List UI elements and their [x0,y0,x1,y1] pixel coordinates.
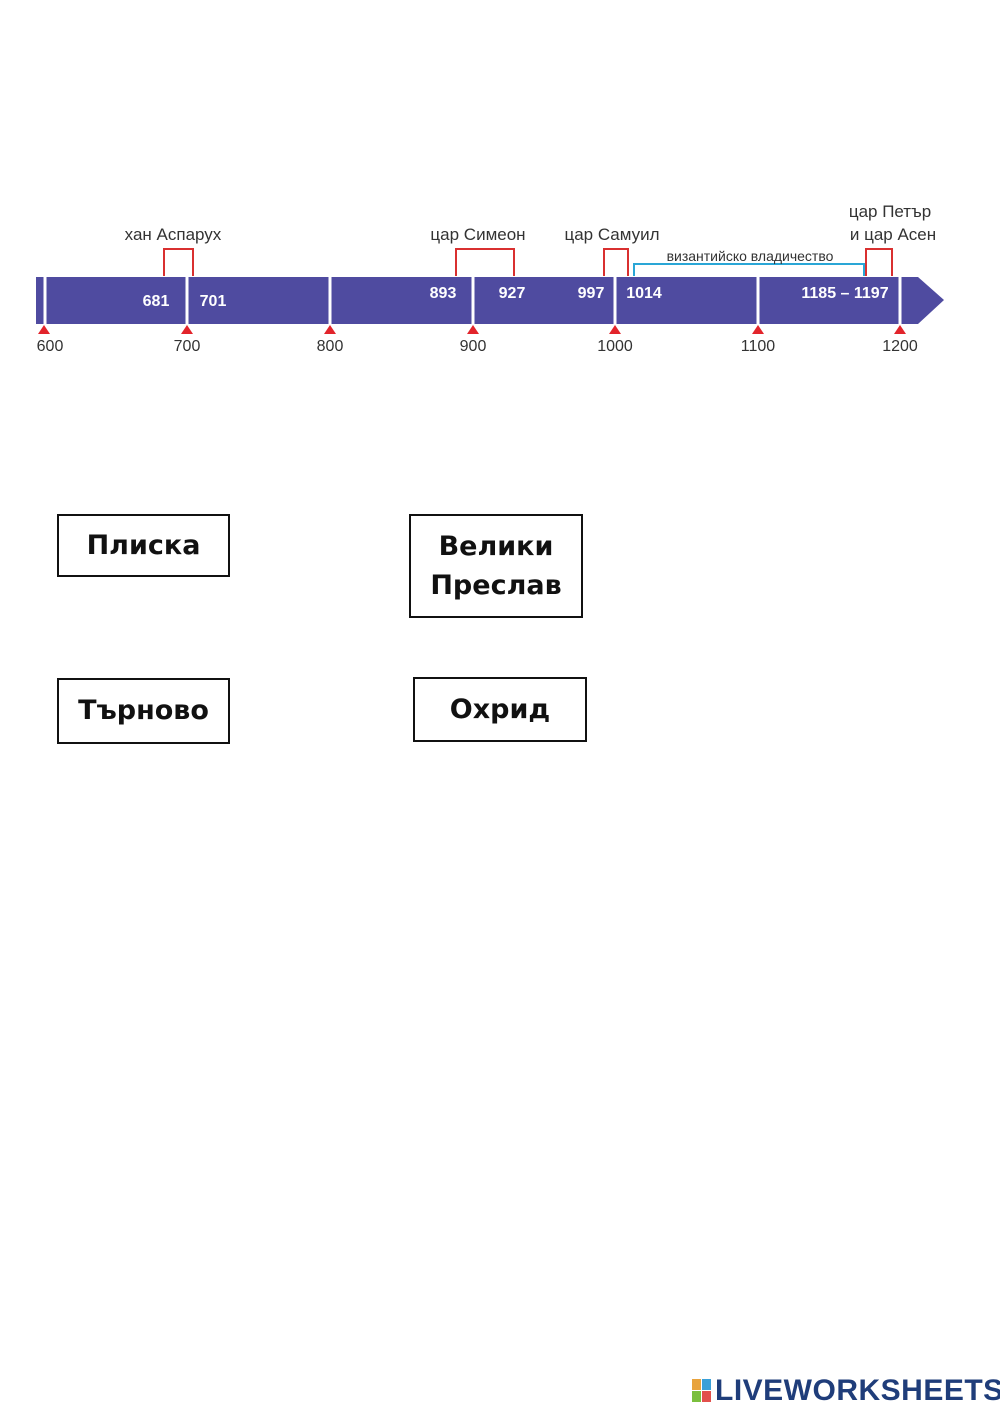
card-veliki-preslav[interactable]: Велики Преслав [409,514,583,618]
tick-900 [467,325,479,334]
year-label: 681 [143,293,170,310]
year-label: 927 [499,285,526,302]
year-label: 893 [430,285,457,302]
card-preslav-line1: Велики [438,530,554,562]
card-tarnovo-label: Търново [78,695,209,727]
axis-label: 1100 [741,338,776,355]
year-label: 1185 – 1197 [801,285,888,302]
axis-label: 600 [37,338,64,355]
axis-label: 700 [174,338,201,355]
logo-text: LIVEWORKSHEETS [715,1374,1000,1407]
timeline-band [36,277,944,324]
tick-markers [38,325,906,334]
year-label: 1014 [626,285,662,302]
petar-bracket [865,248,893,276]
tick-1100 [752,325,764,334]
label-asparuh: хан Аспарух [125,225,222,244]
tick-1000 [609,325,621,334]
tick-700 [181,325,193,334]
timeline-diagram: хан Аспарух цар Симеон цар Самуил цар Пе… [36,202,944,355]
card-pliska-label: Плиска [86,529,201,561]
simeon-bracket [455,248,515,276]
band-separators [43,277,902,324]
liveworksheets-logo-icon [692,1379,711,1402]
tick-800 [324,325,336,334]
axis-label: 900 [460,338,487,355]
tick-1200 [894,325,906,334]
label-simeon: цар Симеон [430,225,525,244]
card-ohrid-label: Охрид [449,693,551,725]
axis-labels: 600 700 800 900 1000 1100 1200 [37,338,918,355]
year-labels: 681 701 893 927 997 1014 1185 – 1197 [143,285,889,310]
card-pliska[interactable]: Плиска [57,514,230,577]
label-byzantine: византийско владичество [667,248,834,264]
samuil-bracket [603,248,629,276]
axis-label: 1000 [597,338,633,355]
label-petar-line1: цар Петър [849,202,931,221]
axis-label: 800 [317,338,344,355]
axis-label: 1200 [882,338,918,355]
byzantine-bracket [633,263,865,276]
label-petar-line2: и цар Асен [850,225,936,244]
year-label: 997 [578,285,605,302]
liveworksheets-logo[interactable]: LIVEWORKSHEETS [692,1374,1000,1408]
asparuh-bracket [163,248,194,276]
ruler-brackets [163,248,893,276]
card-preslav-line2: Преслав [430,570,562,601]
year-label: 701 [200,293,227,310]
label-samuil: цар Самуил [564,225,659,244]
tick-600 [38,325,50,334]
card-ohrid[interactable]: Охрид [413,677,587,742]
card-tarnovo[interactable]: Търново [57,678,230,744]
